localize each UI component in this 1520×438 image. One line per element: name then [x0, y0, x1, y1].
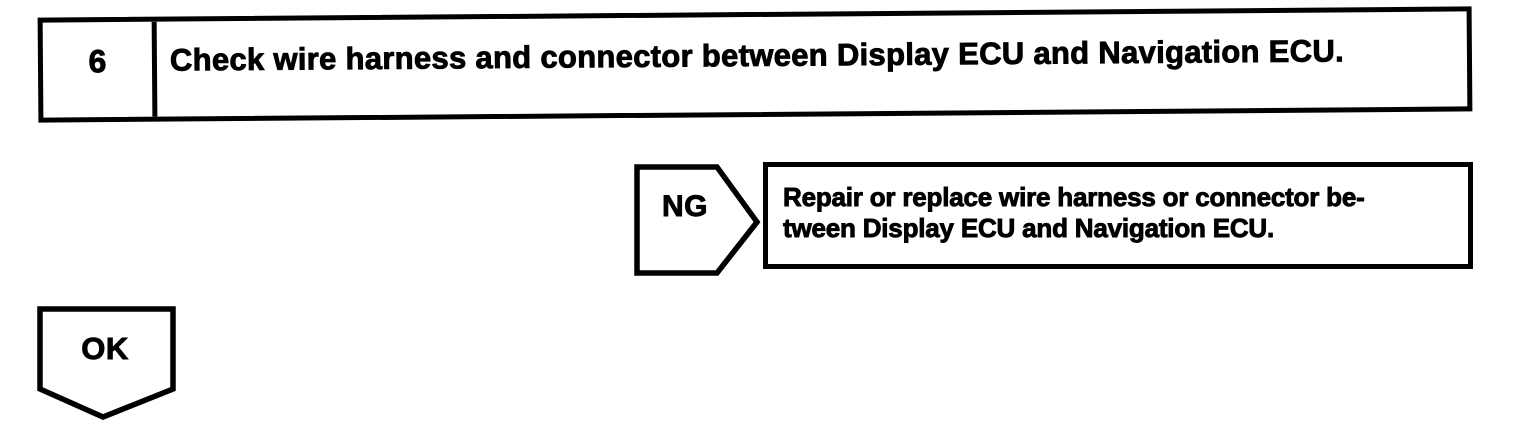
ng-connector-pentagon-icon	[634, 164, 761, 276]
step-box: 6 Check wire harness and connector betwe…	[37, 6, 1473, 123]
ok-pentagon-outline	[37, 306, 176, 420]
ok-connector-label: OK	[81, 331, 129, 367]
ok-connector-pentagon-icon	[37, 306, 176, 420]
ng-result-box: Repair or replace wire harness or connec…	[763, 162, 1473, 269]
ng-result-text-line-1: Repair or replace wire harness or connec…	[783, 182, 1366, 213]
step-instruction: Check wire harness and connector between…	[169, 33, 1345, 78]
ng-pentagon-outline	[634, 164, 761, 276]
step-number: 6	[88, 43, 107, 80]
ng-result-text-line-2: tween Display ECU and Navigation ECU.	[783, 213, 1275, 244]
step-number-cell: 6	[42, 21, 158, 118]
ng-connector-label: NG	[662, 190, 708, 224]
